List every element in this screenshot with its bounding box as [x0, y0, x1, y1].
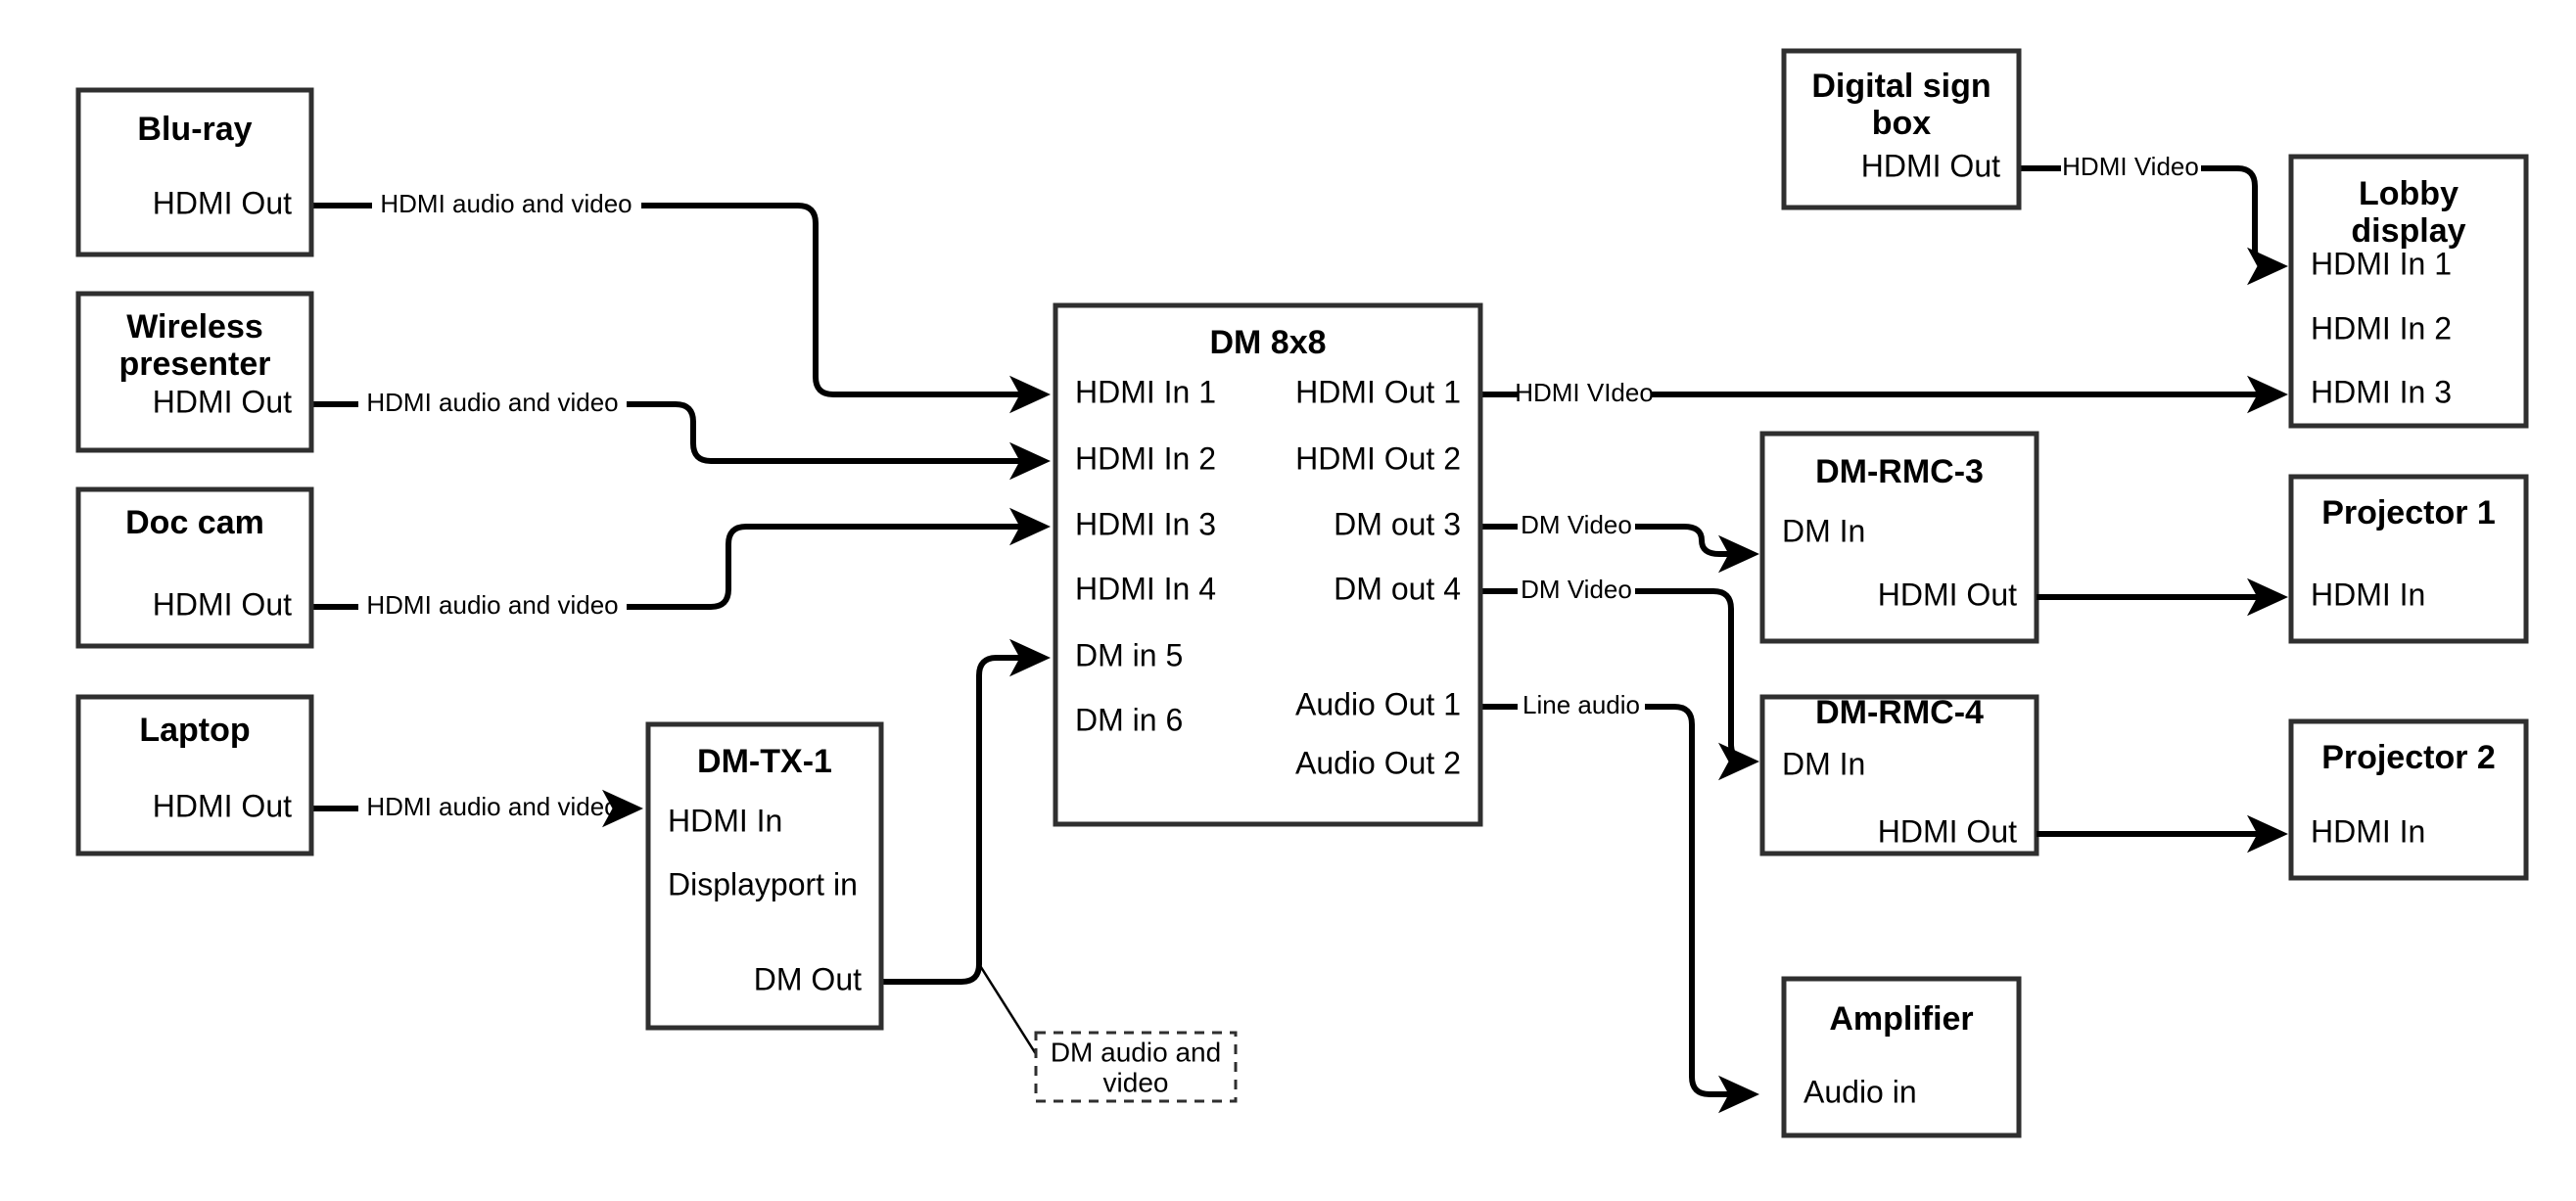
node-dm-8x8[interactable]: DM 8x8 HDMI In 1 HDMI In 2 HDMI In 3 HDM…	[1053, 302, 1483, 827]
node-dm-rmc-4-title: DM-RMC-4	[1815, 694, 1984, 731]
node-projector-2-title: Projector 2	[2321, 739, 2496, 776]
edge-label-digitalsign-to-lobby: HDMI Video	[2062, 152, 2199, 181]
node-dm-8x8-output-hdmi-out-2: HDMI Out 2	[1295, 440, 1461, 476]
node-lobby-display[interactable]: Lobby display HDMI In 1 HDMI In 2 HDMI I…	[2288, 154, 2529, 429]
node-doc-cam[interactable]: Doc cam HDMI Out	[75, 486, 314, 649]
callout-dm-audio-and-video-box	[1034, 1031, 1238, 1103]
node-dm-8x8-input-dm-in-5: DM in 5	[1075, 637, 1183, 672]
node-dm-rmc-4-port-hdmi-out: HDMI Out	[1878, 813, 2017, 849]
node-dm-rmc-4-box	[1759, 694, 2039, 856]
node-dm-8x8-title: DM 8x8	[1209, 324, 1326, 361]
node-dm-rmc-4[interactable]: DM-RMC-4 DM In HDMI Out	[1759, 694, 2039, 856]
node-dm-tx-1-box	[645, 721, 884, 1031]
node-dm-8x8-output-audio-out-2: Audio Out 2	[1295, 745, 1461, 780]
node-dm-8x8-input-hdmi-in-3: HDMI In 3	[1075, 506, 1216, 541]
node-digital-sign-box-title-line2: box	[1872, 105, 1932, 142]
node-laptop-title: Laptop	[139, 712, 250, 749]
node-bluray-box	[75, 87, 314, 257]
node-dm-8x8-output-dm-out-3: DM out 3	[1334, 506, 1461, 541]
callout-dm-audio-and-video-line1: DM audio and	[1051, 1037, 1221, 1067]
node-wireless-presenter-box	[75, 291, 314, 453]
node-bluray-port-hdmi-out: HDMI Out	[153, 185, 292, 220]
node-dm-rmc-3-port-hdmi-out: HDMI Out	[1878, 577, 2017, 612]
wire-doccam-to-hdmi-in-3	[311, 527, 1044, 610]
node-projector-1-box	[2288, 474, 2529, 644]
node-digital-sign-box-title-line1: Digital sign	[1811, 68, 1991, 105]
node-dm-rmc-4-port-dm-in: DM In	[1782, 746, 1865, 781]
wire-digitalsign-to-lobby-hdmi-in-1	[2020, 165, 2281, 266]
node-dm-8x8-output-dm-out-4: DM out 4	[1334, 571, 1461, 606]
node-doc-cam-title: Doc cam	[125, 504, 264, 541]
edge-label-bluray-to-hdmi-in-1: HDMI audio and video	[380, 189, 632, 218]
node-projector-2-port-hdmi-in: HDMI In	[2311, 813, 2425, 849]
node-dm-rmc-3-title: DM-RMC-3	[1815, 453, 1984, 490]
wire-audio-out-1-to-amplifier	[1480, 704, 1753, 1094]
node-projector-1[interactable]: Projector 1 HDMI In	[2288, 474, 2529, 644]
callout-dm-audio-and-video-line2: video	[1103, 1067, 1169, 1097]
node-wireless-presenter-title-line1: Wireless	[126, 308, 263, 346]
node-dm-rmc-3[interactable]: DM-RMC-3 DM In HDMI Out	[1759, 431, 2039, 644]
node-dm-8x8-input-hdmi-in-1: HDMI In 1	[1075, 374, 1216, 409]
wire-dmtx1-to-dm-in-5	[881, 638, 1051, 985]
node-dm-tx-1-port-displayport-in: Displayport in	[668, 866, 858, 901]
wire-wireless-to-hdmi-in-2	[311, 401, 1044, 461]
node-dm-8x8-output-audio-out-1: Audio Out 1	[1295, 686, 1461, 721]
edge-label-dm-out-3-to-rmc3: DM Video	[1521, 510, 1632, 539]
edge-label-doccam-to-hdmi-in-3: HDMI audio and video	[366, 590, 618, 620]
node-lobby-display-port-hdmi-in-3: HDMI In 3	[2311, 374, 2452, 409]
node-doc-cam-port-hdmi-out: HDMI Out	[153, 586, 292, 622]
node-lobby-display-title-line2: display	[2351, 212, 2465, 250]
node-digital-sign-box-port-hdmi-out: HDMI Out	[1861, 148, 2000, 183]
node-dm-tx-1-port-dm-out: DM Out	[754, 961, 862, 996]
node-digital-sign-box[interactable]: Digital sign box HDMI Out	[1781, 48, 2022, 210]
node-amplifier-title: Amplifier	[1829, 1000, 1973, 1038]
node-dm-tx-1-port-hdmi-in: HDMI In	[668, 803, 782, 838]
node-amplifier-port-audio-in: Audio in	[1803, 1074, 1917, 1109]
wire-dm-out-3-to-rmc3	[1480, 527, 1753, 554]
node-bluray[interactable]: Blu-ray HDMI Out	[75, 87, 314, 257]
node-dm-8x8-output-hdmi-out-1: HDMI Out 1	[1295, 374, 1461, 409]
wire-bluray-to-hdmi-in-1	[311, 203, 1044, 394]
node-projector-2-box	[2288, 718, 2529, 881]
node-dm-tx-1[interactable]: DM-TX-1 HDMI In Displayport in DM Out	[645, 721, 884, 1031]
node-lobby-display-port-hdmi-in-1: HDMI In 1	[2311, 246, 2452, 281]
node-dm-8x8-input-hdmi-in-2: HDMI In 2	[1075, 440, 1216, 476]
edge-label-dm-out-4-to-rmc4: DM Video	[1521, 575, 1632, 604]
node-lobby-display-title-line1: Lobby	[2359, 175, 2459, 212]
edge-label-hdmi-out-1-to-lobby: HDMI VIdeo	[1515, 378, 1654, 407]
node-projector-1-port-hdmi-in: HDMI In	[2311, 577, 2425, 612]
wire-dm-out-4-to-rmc4	[1480, 588, 1753, 762]
node-bluray-title: Blu-ray	[137, 111, 252, 148]
edge-label-wireless-to-hdmi-in-2: HDMI audio and video	[366, 388, 618, 417]
node-amplifier-box	[1781, 976, 2022, 1138]
node-wireless-presenter-port-hdmi-out: HDMI Out	[153, 384, 292, 419]
node-digital-sign-box-box	[1781, 48, 2022, 210]
node-laptop[interactable]: Laptop HDMI Out	[75, 694, 314, 856]
node-laptop-box	[75, 694, 314, 856]
callout-dm-audio-and-video: DM audio and video	[1034, 1031, 1238, 1103]
node-dm-rmc-3-box	[1759, 431, 2039, 644]
edge-label-audio-out-1-to-amplifier: Line audio	[1522, 690, 1640, 719]
node-lobby-display-box	[2288, 154, 2529, 429]
node-dm-rmc-3-port-dm-in: DM In	[1782, 513, 1865, 548]
node-projector-2[interactable]: Projector 2 HDMI In	[2288, 718, 2529, 881]
node-wireless-presenter[interactable]: Wireless presenter HDMI Out	[75, 291, 314, 453]
edge-label-laptop-to-dmtx1: HDMI audio and video	[366, 792, 618, 821]
node-dm-8x8-box	[1053, 302, 1483, 827]
node-projector-1-title: Projector 1	[2321, 494, 2496, 531]
node-lobby-display-port-hdmi-in-2: HDMI In 2	[2311, 310, 2452, 346]
callout-leader-line	[977, 963, 1040, 1058]
node-amplifier[interactable]: Amplifier Audio in	[1781, 976, 2022, 1138]
node-laptop-port-hdmi-out: HDMI Out	[153, 788, 292, 823]
node-wireless-presenter-title-line2: presenter	[119, 346, 271, 383]
node-doc-cam-box	[75, 486, 314, 649]
node-dm-tx-1-title: DM-TX-1	[697, 743, 832, 780]
node-dm-8x8-input-hdmi-in-4: HDMI In 4	[1075, 571, 1216, 606]
node-dm-8x8-input-dm-in-6: DM in 6	[1075, 702, 1183, 737]
